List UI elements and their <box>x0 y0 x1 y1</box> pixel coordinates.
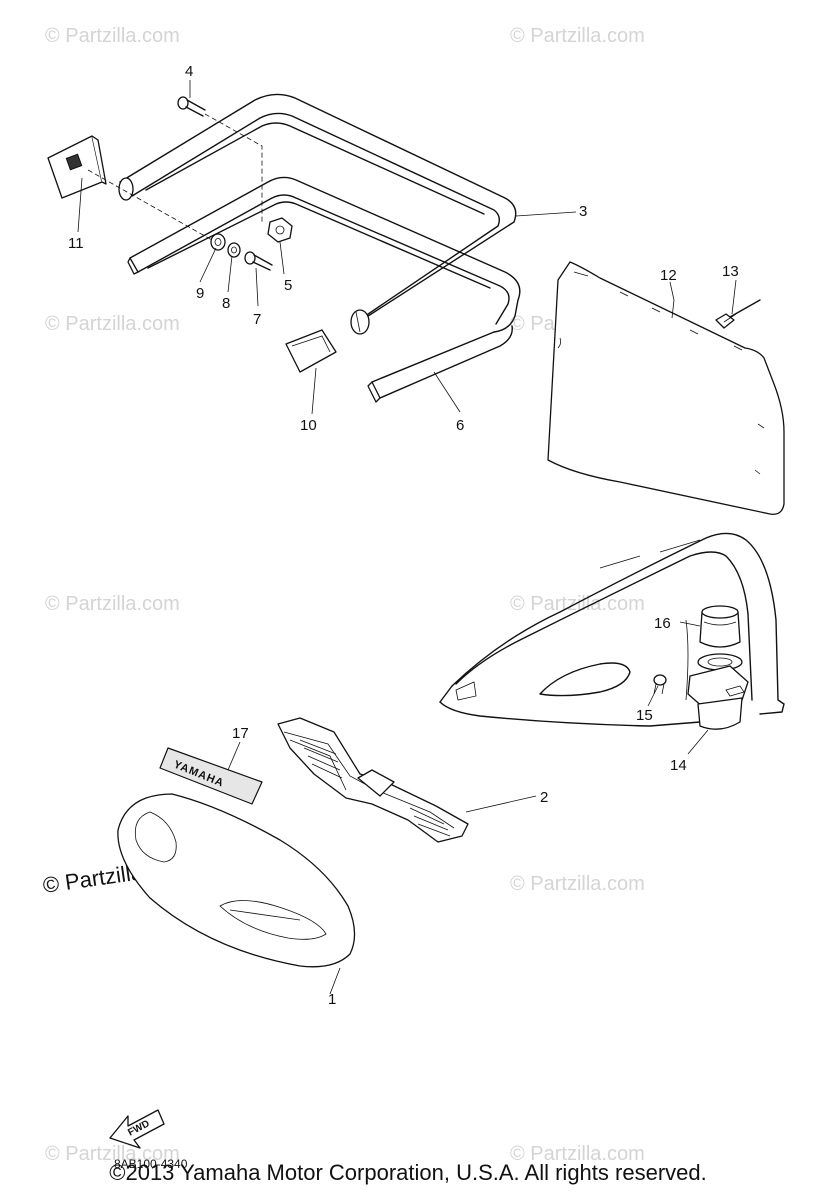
callouts: 1 2 3 4 5 6 7 8 9 10 11 12 13 14 15 16 1… <box>68 63 739 1008</box>
fasteners <box>210 217 293 271</box>
part-4-bolt <box>177 96 263 222</box>
watermark: © Partzilla.com <box>510 593 645 615</box>
callout-14: 14 <box>670 757 687 774</box>
part-16-cap <box>699 605 741 648</box>
callout-2: 2 <box>540 789 548 806</box>
callout-16: 16 <box>654 615 671 632</box>
callout-11: 11 <box>68 235 84 252</box>
watermark: © Partzilla.com <box>510 1143 645 1165</box>
callout-9: 9 <box>196 285 204 302</box>
watermark: © Partzilla.com <box>45 313 180 335</box>
callout-6: 6 <box>456 417 464 434</box>
part-12-panel <box>547 261 785 515</box>
part-13-rivet <box>715 299 761 329</box>
callout-4: 4 <box>185 63 193 80</box>
watermark: © Partzilla.com <box>510 873 645 895</box>
callout-12: 12 <box>660 267 677 284</box>
callout-10: 10 <box>300 417 317 434</box>
diagram-reference: 8AB100-4340 <box>114 1157 188 1171</box>
watermark: © Partzilla.com <box>510 25 645 47</box>
callout-7: 7 <box>253 311 261 328</box>
callout-13: 13 <box>722 263 739 280</box>
part-2-duct <box>277 717 469 843</box>
callout-3: 3 <box>579 203 587 220</box>
part-15-clip <box>653 674 667 695</box>
callout-17: 17 <box>232 725 249 742</box>
hood-body <box>439 532 785 727</box>
part-14-bellows <box>687 653 749 730</box>
leader-lines <box>77 80 737 995</box>
fwd-arrow-icon: FWD <box>109 1109 165 1149</box>
part-6-rubber-strip <box>127 176 521 403</box>
part-1-grille <box>117 793 356 968</box>
part-10-cap <box>285 329 337 373</box>
copyright-notice: ©2013 Yamaha Motor Corporation, U.S.A. A… <box>109 1160 707 1185</box>
part-11-bracket <box>47 135 213 241</box>
watermark: © Partzilla.com <box>45 25 180 47</box>
part-3-frame <box>118 93 517 335</box>
callout-8: 8 <box>222 295 230 312</box>
watermark: © Partzilla.com <box>45 1143 180 1165</box>
watermark: © Partzilla.com <box>45 593 180 615</box>
callout-15: 15 <box>636 707 653 724</box>
callout-5: 5 <box>284 277 292 294</box>
callout-1: 1 <box>328 991 336 1008</box>
